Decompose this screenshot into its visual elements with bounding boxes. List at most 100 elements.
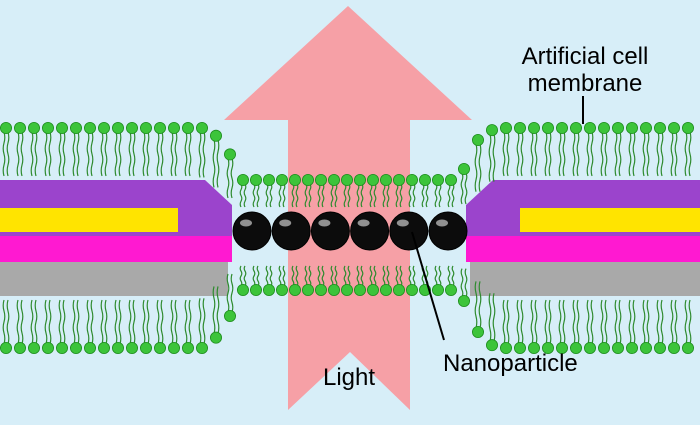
lipid-tail: [34, 299, 38, 345]
lipid-tail: [558, 131, 562, 177]
lipid-head: [56, 341, 69, 354]
lipid-head: [457, 294, 470, 307]
lipid-tail: [118, 299, 122, 345]
nanoparticle: [310, 211, 350, 251]
lipid-tail: [295, 183, 299, 208]
lipid-tail: [230, 273, 234, 313]
lipid-tail: [216, 139, 220, 188]
lipid-tail: [174, 299, 178, 345]
nanoparticle: [389, 211, 429, 251]
lipid-tail: [265, 183, 269, 208]
lipid-tail: [188, 131, 192, 177]
lipid-head: [353, 173, 366, 186]
lipid-tail: [412, 265, 416, 287]
lipid-tail: [317, 265, 321, 287]
lipid-tail: [474, 281, 478, 329]
lipid-head: [42, 341, 55, 354]
lipid-head: [262, 283, 275, 296]
lipid-head: [626, 122, 639, 135]
lipid-tail: [212, 139, 216, 188]
lipid-head: [556, 341, 569, 354]
right-gray-layer: [470, 262, 700, 296]
lipid-tail: [534, 299, 538, 345]
lipid-tail: [590, 299, 594, 345]
lipid-tail: [256, 183, 260, 208]
right-substrate: [466, 180, 700, 296]
lipid-tail: [142, 131, 146, 177]
lipid-tail: [674, 131, 678, 177]
lipid-head: [98, 341, 111, 354]
lipid-tail: [321, 265, 325, 287]
lipid-tail: [516, 299, 520, 345]
lipid-tail: [572, 299, 576, 345]
lipid-tail: [460, 172, 464, 205]
lipid-tail: [243, 183, 247, 208]
lipid-tail: [544, 131, 548, 177]
lipid-tail: [104, 131, 108, 177]
lipid-head: [366, 283, 379, 296]
lipid-tail: [202, 131, 206, 178]
lipid-head: [379, 173, 392, 186]
lipid-tail: [216, 286, 220, 334]
membrane-label-line2: membrane: [528, 70, 643, 97]
lipid-head: [195, 122, 208, 135]
lipid-tail: [562, 299, 566, 345]
lipid-tail: [478, 281, 482, 329]
lipid-head: [682, 122, 695, 135]
lipid-tail: [660, 131, 664, 177]
lipid-tail: [198, 131, 202, 178]
lipid-tail: [632, 131, 636, 177]
lipid-tails: [2, 131, 692, 345]
lipid-tail: [399, 265, 403, 287]
nanoparticle-label: Nanoparticle: [443, 350, 578, 377]
lipid-tail: [304, 183, 308, 208]
lipid-tail: [604, 299, 608, 345]
lipid-tail: [16, 299, 20, 345]
lipid-tail: [334, 265, 338, 287]
lipid-tail: [382, 265, 386, 287]
nanoparticle-highlight: [436, 219, 448, 227]
nanoparticle-leader-line: [411, 231, 445, 341]
lipid-head: [70, 122, 83, 135]
lipid-head: [444, 173, 457, 186]
lipid-tail: [373, 265, 377, 287]
lipid-tail: [230, 158, 234, 199]
lipid-tail: [447, 183, 451, 208]
lipid-tail: [642, 299, 646, 345]
lipid-head: [405, 173, 418, 186]
lipid-head: [167, 341, 180, 354]
nanoparticle: [350, 211, 390, 251]
lipid-tail: [618, 299, 622, 345]
nanoparticle-highlight: [279, 219, 292, 227]
lipid-tail: [520, 131, 524, 177]
lipid-head: [27, 122, 40, 135]
lipid-head: [301, 283, 314, 296]
nanoparticle: [428, 211, 468, 251]
lipid-tail: [170, 131, 174, 177]
lipid-tail: [684, 299, 688, 345]
lipid-tail: [76, 299, 80, 345]
lipid-tail: [614, 131, 618, 177]
membrane-label-line1: Artificial cell: [522, 43, 649, 70]
lipid-head: [340, 173, 353, 186]
lipid-tail: [684, 131, 688, 177]
lipid-tail: [174, 131, 178, 177]
lipid-head: [640, 122, 653, 135]
lipid-tail: [506, 299, 510, 345]
lipid-tail: [438, 183, 442, 208]
lipid-tail: [90, 299, 94, 345]
lipid-head: [570, 341, 583, 354]
nanoparticle-highlight: [318, 219, 331, 227]
lipid-head: [223, 148, 236, 161]
left-magenta-layer: [0, 236, 232, 262]
lipid-tail: [558, 299, 562, 345]
lipid-tail: [226, 158, 230, 199]
lipid-tail: [447, 265, 451, 287]
lipid-head: [485, 124, 498, 137]
lipid-head: [249, 283, 262, 296]
lipid-tail: [604, 131, 608, 177]
lipid-tail: [373, 183, 377, 208]
lipid-tail: [6, 131, 10, 177]
